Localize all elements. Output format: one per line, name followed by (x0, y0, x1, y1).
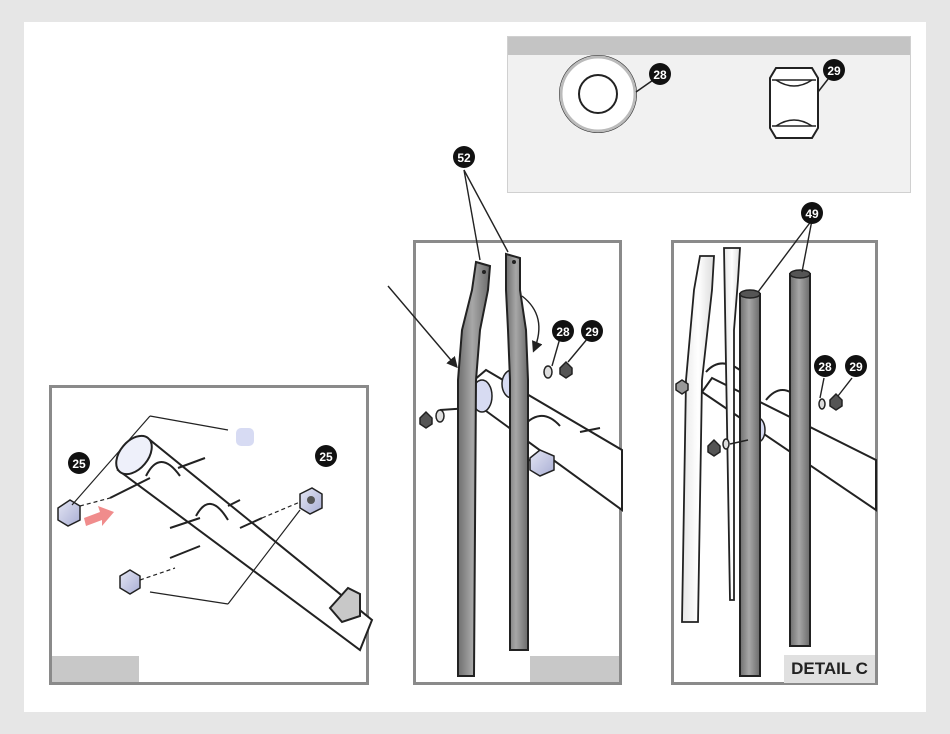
svg-text:28: 28 (556, 325, 570, 339)
upright-leg-light-right (724, 248, 740, 600)
frame-leg-left (458, 262, 490, 676)
callout-29-detail: 29 (845, 355, 867, 377)
callout-49: 49 (801, 202, 823, 224)
svg-text:25: 25 (72, 457, 86, 471)
callout-25-right: 25 (315, 445, 337, 467)
svg-text:29: 29 (827, 64, 841, 78)
svg-text:28: 28 (653, 68, 667, 82)
insert-direction-arrow-icon (84, 506, 114, 526)
upright-leg-dark-front (740, 290, 760, 676)
callout-25-left: 25 (68, 452, 90, 474)
flat-washer-icon (560, 56, 656, 132)
callout-29-legend: 29 (823, 59, 845, 81)
callout-28-legs: 28 (552, 320, 574, 342)
callout-28-detail: 28 (814, 355, 836, 377)
svg-text:52: 52 (457, 151, 471, 165)
callout-29-legs: 29 (581, 320, 603, 342)
upright-leg-dark-rear (790, 270, 810, 646)
svg-text:28: 28 (818, 360, 832, 374)
upright-leg-light-left (682, 256, 714, 622)
svg-text:29: 29 (585, 325, 599, 339)
callout-28-legend: 28 (649, 63, 671, 85)
frame-leg-right (506, 254, 528, 650)
callout-52: 52 (453, 146, 475, 168)
svg-text:49: 49 (805, 207, 819, 221)
svg-text:25: 25 (319, 450, 333, 464)
hex-nut-icon (770, 68, 832, 138)
svg-text:29: 29 (849, 360, 863, 374)
